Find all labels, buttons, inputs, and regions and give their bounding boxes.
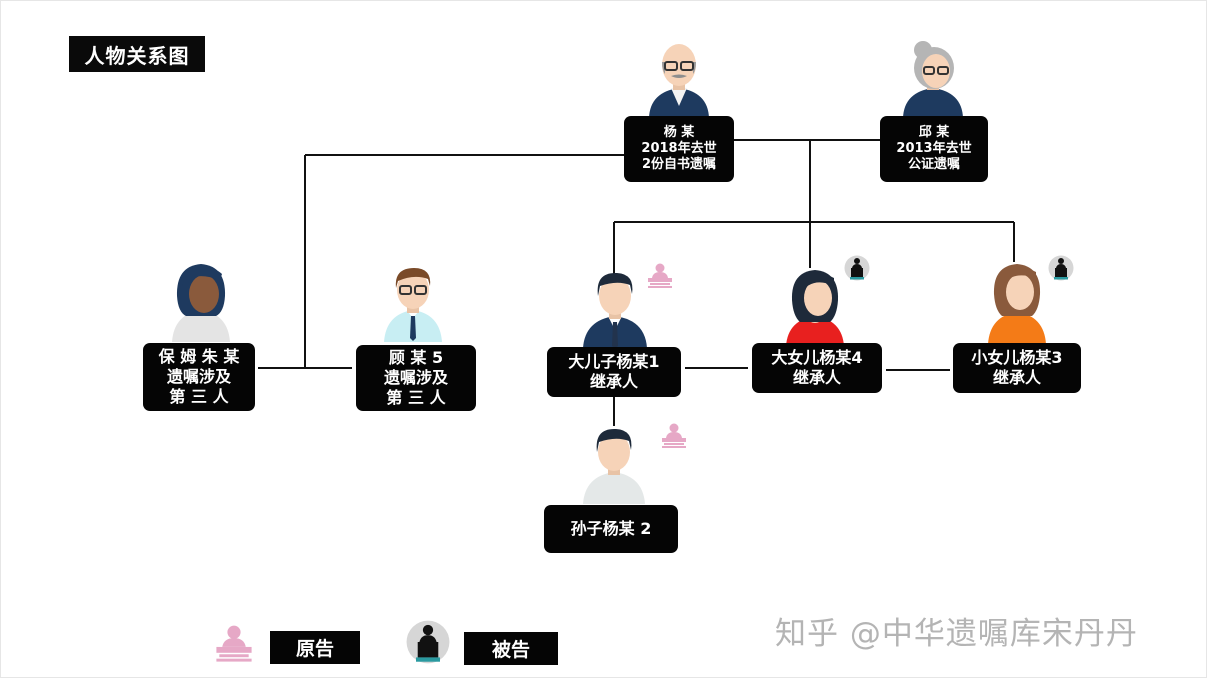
grandson-name: 孙子杨某 2: [570, 519, 652, 538]
nanny-note: 遗嘱涉及: [166, 367, 231, 386]
eldest-daughter-name: 大女儿杨某4: [771, 348, 863, 367]
gu-note: 遗嘱涉及: [383, 368, 448, 387]
legend-plaintiff-label: 原告: [270, 631, 360, 664]
eldest-son-role: 继承人: [589, 372, 638, 391]
qiu-will: 公证遗嘱: [907, 157, 960, 173]
page-title: 人物关系图: [69, 36, 205, 72]
plaintiff-icon: [662, 423, 686, 448]
yang-will: 2份自书遗嘱: [641, 157, 717, 173]
person-box-qiu: 邱 某 2013年去世 公证遗嘱: [880, 116, 988, 182]
youngest-daughter-role: 继承人: [992, 368, 1041, 387]
defendant-icon: [844, 255, 870, 281]
qiu-death: 2013年去世: [896, 140, 972, 156]
nanny-role: 第 三 人: [169, 387, 229, 406]
nanny-name: 保 姆 朱 某: [158, 347, 240, 366]
person-box-nanny: 保 姆 朱 某 遗嘱涉及 第 三 人: [143, 343, 255, 411]
gu-role: 第 三 人: [386, 388, 446, 407]
yang-name: 杨 某: [663, 124, 695, 140]
gu-name: 顾 某 5: [388, 348, 444, 367]
eldest-son-name: 大儿子杨某1: [568, 352, 660, 371]
person-box-gu: 顾 某 5 遗嘱涉及 第 三 人: [356, 345, 476, 411]
legend-defendant-icon: [406, 620, 450, 664]
qiu-name: 邱 某: [918, 124, 950, 140]
person-box-eldest-son: 大儿子杨某1 继承人: [547, 347, 681, 397]
youngest-daughter-avatar: [988, 264, 1046, 344]
elderly-woman-avatar: [903, 41, 963, 118]
eldest-daughter-avatar: [786, 270, 844, 346]
person-box-eldest-daughter: 大女儿杨某4 继承人: [752, 343, 882, 393]
gu-avatar: [384, 268, 442, 342]
yang-death: 2018年去世: [641, 140, 717, 156]
elderly-man-avatar: [649, 44, 709, 118]
eldest-daughter-role: 继承人: [792, 368, 841, 387]
eldest-son-avatar: [583, 272, 647, 348]
defendant-icon: [1048, 255, 1074, 281]
youngest-daughter-name: 小女儿杨某3: [971, 348, 1063, 367]
legend-plaintiff-icon: [216, 625, 252, 662]
watermark: 知乎 @中华遗嘱库宋丹丹: [775, 616, 1138, 652]
nanny-avatar: [172, 264, 230, 342]
person-box-yang: 杨 某 2018年去世 2份自书遗嘱: [624, 116, 734, 182]
grandson-avatar: [583, 428, 645, 504]
plaintiff-icon: [648, 263, 672, 288]
legend-defendant-label: 被告: [464, 632, 558, 665]
person-box-youngest-daughter: 小女儿杨某3 继承人: [953, 343, 1081, 393]
person-box-grandson: 孙子杨某 2: [544, 505, 678, 553]
